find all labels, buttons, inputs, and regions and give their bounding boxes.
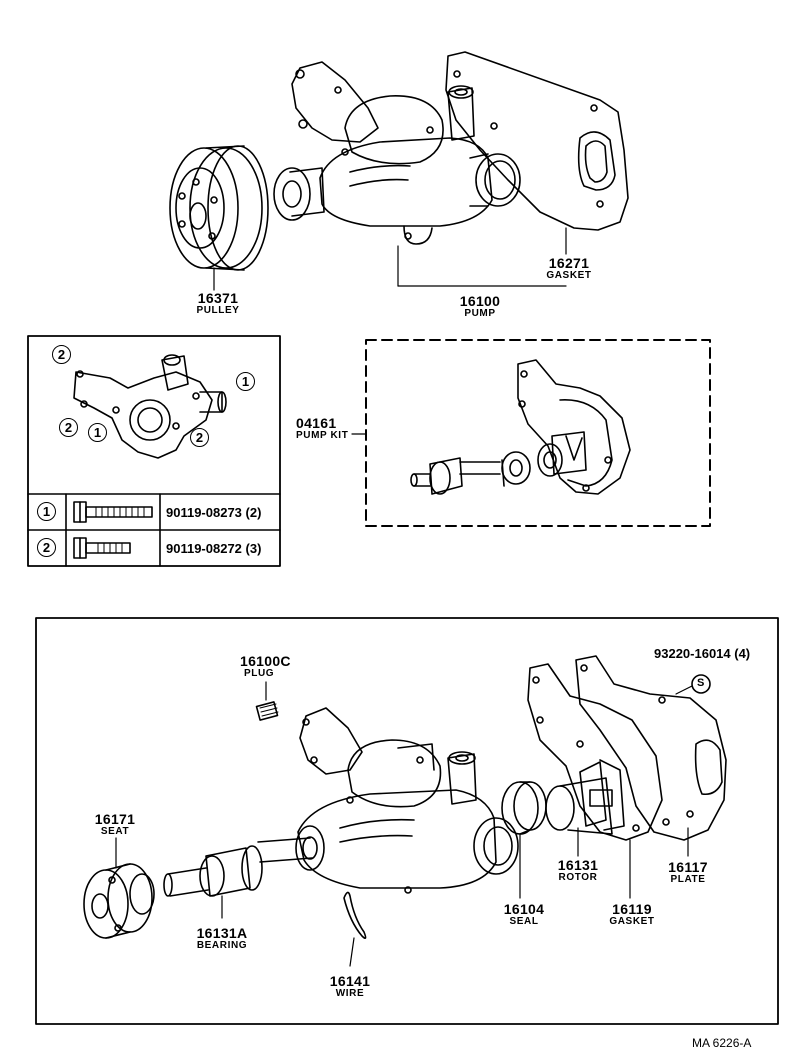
bolt-location-panel [27,335,281,567]
label-pulley: 16371 PULLEY [186,291,250,316]
screw-symbol [675,674,711,695]
gasket-number: 16119 [612,901,652,917]
bolt-row1-key: 1 [37,502,56,521]
bolt-row2-part: 90119-08272 (3) [166,541,262,556]
screw-number: 93220-16014 (4) [654,646,751,661]
plate-number: 16117 [668,859,708,875]
bolt-icon-long [73,501,153,523]
label-plate: 16117 PLATE [660,860,716,885]
label-gasket: 16119 GASKET [600,902,664,927]
top-leader-lines [213,227,567,291]
callout-1-left: 1 [88,423,107,442]
label-bearing: 16131A BEARING [186,926,258,951]
pulley-drawing [169,145,269,271]
label-seal: 16104 SEAL [496,902,552,927]
bearing-number: 16131A [196,925,248,941]
figure-code: MA 6226-A [692,1036,752,1050]
pump-kit-number: 04161 [296,415,337,431]
pump-kit-box [351,339,711,527]
label-wire: 16141 WIRE [320,974,380,999]
pump-name: PUMP [464,308,496,319]
bolt-icon-short [73,537,131,559]
callout-2-top: 2 [52,345,71,364]
rotor-name: ROTOR [558,872,598,883]
plug-name: PLUG [244,668,275,679]
pump-kit-name: PUMP KIT [296,430,349,441]
pump-body-drawing [273,61,521,245]
plate-drawing [575,655,727,857]
wire-drawing [343,891,367,967]
pulley-number: 16371 [197,290,239,306]
seal-drawing [501,781,547,899]
callout-2-left: 2 [59,418,78,437]
gasket-name: GASKET [609,916,655,927]
label-seat: 16171 SEAT [86,812,144,837]
pulley-name: PULLEY [196,305,240,316]
gasket-top-number: 16271 [548,255,590,271]
plug-number: 16100C [240,653,291,669]
seal-name: SEAL [509,916,539,927]
label-plug: 16100C PLUG [240,654,304,679]
exploded-body-drawing [295,707,519,894]
label-pump-kit: 04161 PUMP KIT [296,416,360,441]
pump-gasket-drawing [445,51,629,231]
bearing-name: BEARING [196,940,248,951]
plug-drawing [255,681,279,721]
wire-number: 16141 [329,973,371,989]
callout-1-right: 1 [236,372,255,391]
label-rotor: 16131 ROTOR [550,858,606,883]
screw-symbol-letter: S [697,677,705,689]
plate-name: PLATE [670,874,706,885]
shaft-bearing-drawing [163,837,313,919]
seat-name: SEAT [100,826,130,837]
pump-number: 16100 [459,293,501,309]
wire-name: WIRE [335,988,365,999]
bolt-row2-key: 2 [37,538,56,557]
callout-2-right: 2 [190,428,209,447]
seal-number: 16104 [503,901,545,917]
rotor-drawing [545,759,625,857]
rotor-number: 16131 [557,857,599,873]
gasket-top-name: GASKET [546,270,592,281]
label-gasket-top: 16271 GASKET [538,256,600,281]
seat-number: 16171 [94,811,136,827]
bolt-row1-part: 90119-08273 (2) [166,505,262,520]
exploded-view-panel [35,617,779,1025]
seat-drawing [83,837,155,939]
label-pump: 16100 PUMP [450,294,510,319]
